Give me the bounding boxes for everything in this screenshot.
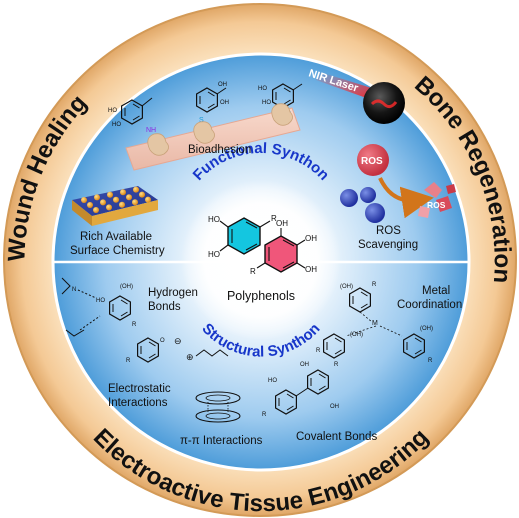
metal-coordination-illustration: M (OH) R R R (OH) (OH) Metal Coordinatio… <box>316 282 462 364</box>
electrostatic-label-2: Interactions <box>108 397 168 409</box>
nir-laser-illustration: NIR Laser <box>307 67 405 124</box>
cov-r-2: R <box>262 412 267 418</box>
surface-side-left <box>72 200 92 226</box>
hbond-r: R <box>132 322 137 328</box>
surface-dot <box>87 202 93 208</box>
cov-oh-2: OH <box>330 404 339 410</box>
core-oh-1: OH <box>276 219 288 228</box>
surface-label-2: Surface Chemistry <box>70 245 165 257</box>
surface-dots <box>81 186 151 213</box>
pi-pi-label: π-π Interactions <box>180 435 263 447</box>
metal-m: M <box>372 320 378 327</box>
core-oh-2: OH <box>305 234 317 243</box>
electro-o: O <box>160 338 165 344</box>
hbond-ho: HO <box>96 298 105 304</box>
surface-side-front <box>92 200 158 226</box>
core-ho-2: HO <box>208 250 220 259</box>
chem-ho-1: HO <box>108 108 117 114</box>
surface-dot <box>113 196 119 203</box>
covalent-label: Covalent Bonds <box>296 431 377 443</box>
metal-ohp-1: (OH) <box>340 284 353 290</box>
metal-r-1: R <box>372 282 377 288</box>
hydrogen-bonds-illustration: N HO (OH) R Hydrogen Bonds <box>61 277 198 337</box>
surface-label-1: Rich Available <box>80 231 152 243</box>
core-ho-1: HO <box>208 215 220 224</box>
cell-blob-1 <box>147 133 169 156</box>
ros-fragment-label: ROS <box>427 200 446 210</box>
ros-scavenging-illustration: ROS ROS ROS Scavenging <box>340 144 456 251</box>
surface-dot <box>93 207 99 213</box>
surface-dot <box>107 191 113 198</box>
surface-dot <box>145 196 151 203</box>
surface-chemistry-illustration: Rich Available Surface Chemistry <box>70 186 165 257</box>
surface-dot <box>120 189 126 196</box>
surface-dot <box>132 199 138 206</box>
pi-pi-illustration: π-π Interactions <box>180 391 263 447</box>
cell-blob-2 <box>193 121 215 144</box>
core-r-1: R <box>271 214 277 223</box>
surface-dot <box>81 197 87 203</box>
hydrogen-label-1: Hydrogen <box>148 287 198 299</box>
cov-r-1: R <box>334 362 339 368</box>
core-oh-3: OH <box>305 265 317 274</box>
hbond-n: N <box>72 287 76 293</box>
electro-minus: ⊖ <box>174 336 182 346</box>
electrostatic-illustration: O ⊖ ⊕ R Electrostatic Interactions <box>108 336 229 409</box>
hydrogen-label-2: Bonds <box>148 301 181 313</box>
electro-r: R <box>126 358 131 364</box>
electro-plus: ⊕ <box>186 352 194 362</box>
electrostatic-label-1: Electrostatic <box>108 383 171 395</box>
polyphenols-core: HO HO R OH OH OH R Polyphenols <box>208 214 317 303</box>
ros-fragments <box>418 182 456 218</box>
cell-blob-3 <box>271 103 293 126</box>
chem-nh: NH <box>146 127 156 134</box>
metal-ohp-3: (OH) <box>420 326 433 332</box>
hbond-ohp: (OH) <box>120 284 133 290</box>
cov-oh-1: OH <box>300 362 309 368</box>
scavenging-arrow <box>378 177 434 219</box>
nanoparticle-1 <box>340 189 358 207</box>
surface-dot <box>100 199 106 206</box>
surface-dot <box>139 191 145 198</box>
chem-ho-4: HO <box>262 100 271 106</box>
metal-r-3: R <box>428 358 433 364</box>
chem-ho-2: HO <box>112 122 121 128</box>
covalent-bonds-illustration: HO OH R OH R Covalent Bonds <box>262 362 377 443</box>
core-glow <box>181 180 341 340</box>
cov-ho-1: HO <box>268 378 277 384</box>
ros-scavenging-label-1: ROS <box>376 225 401 237</box>
surface-dot <box>133 186 139 193</box>
surface-dot <box>94 194 100 201</box>
chem-oh-2: OH <box>220 100 229 106</box>
chem-s: S <box>199 117 204 124</box>
nanoparticle-3 <box>365 203 385 223</box>
chem-ho-3: HO <box>258 86 267 92</box>
bioadhesion-illustration: HO HO OH OH HO HO NH S H Bioadhesion <box>108 82 303 171</box>
bioadhesion-label: Bioadhesion <box>188 144 251 156</box>
metal-r-2: R <box>316 348 321 354</box>
surface-dot <box>126 194 132 201</box>
metal-label-2: Coordination <box>397 299 462 311</box>
ros-sphere-label: ROS <box>361 156 383 167</box>
ros-scavenging-label-2: Scavenging <box>358 239 418 251</box>
chem-oh-1: OH <box>218 82 227 88</box>
core-r-2: R <box>250 267 256 276</box>
surface-dot <box>119 201 125 208</box>
surface-dot <box>106 204 112 211</box>
ros-sphere <box>357 144 389 176</box>
laser-beam <box>316 72 378 100</box>
metal-ohp-2: (OH) <box>350 332 363 338</box>
nanoparticle-2 <box>360 187 376 203</box>
metal-label-1: Metal <box>422 285 450 297</box>
polyphenols-label: Polyphenols <box>227 289 295 303</box>
